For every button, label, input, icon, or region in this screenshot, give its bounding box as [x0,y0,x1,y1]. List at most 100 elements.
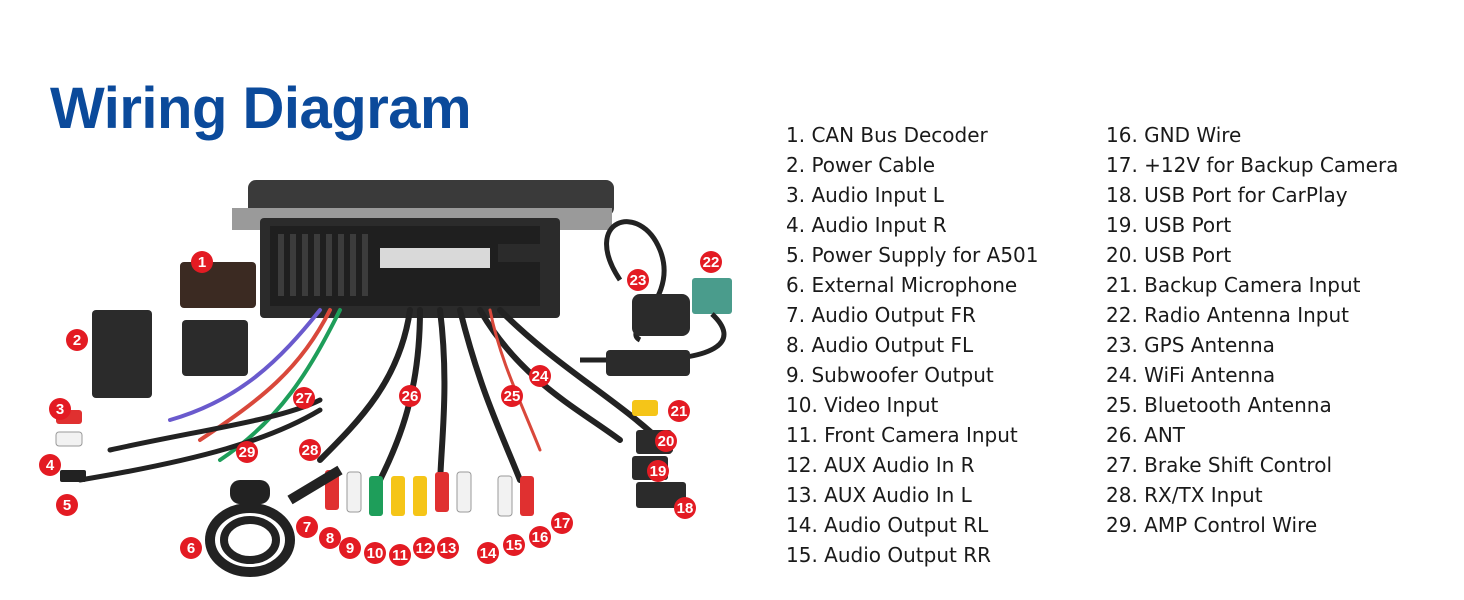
legend-item: 13. AUX Audio In L [786,483,972,507]
legend-item: 20. USB Port [1106,243,1232,267]
callout-21: 21 [668,400,690,422]
legend-item: 16. GND Wire [1106,123,1242,147]
svg-text:5: 5 [63,497,71,514]
svg-text:20: 20 [658,433,675,450]
callout-22: 22 [700,251,722,273]
legend-item: 4. Audio Input R [786,213,947,237]
callout-25: 25 [501,385,523,407]
callout-24: 24 [529,365,551,387]
svg-text:22: 22 [703,254,720,271]
legend-item: 28. RX/TX Input [1106,483,1263,507]
legend-item: 23. GPS Antenna [1106,333,1275,357]
legend-column-right: 16. GND Wire 17. +12V for Backup Camera … [1106,120,1398,540]
legend-item: 22. Radio Antenna Input [1106,303,1349,327]
svg-text:17: 17 [554,515,571,532]
legend-item: 12. AUX Audio In R [786,453,975,477]
gps-antenna [632,294,690,336]
usb-port-carplay [636,482,686,508]
callout-14: 14 [477,542,499,564]
legend-item: 27. Brake Shift Control [1106,453,1333,477]
callout-2: 2 [66,329,88,351]
legend-item: 5. Power Supply for A501 [786,243,1039,267]
callout-28: 28 [299,439,321,461]
callout-20: 20 [655,430,677,452]
harness-connector [182,320,248,376]
callout-29: 29 [236,441,258,463]
callout-4: 4 [39,454,61,476]
legend-item: 9. Subwoofer Output [786,363,994,387]
svg-text:2: 2 [73,332,81,349]
legend-item: 14. Audio Output RL [786,513,989,537]
callout-16: 16 [529,526,551,548]
legend-item: 8. Audio Output FL [786,333,974,357]
svg-text:7: 7 [303,519,311,536]
svg-text:3: 3 [56,401,64,418]
svg-text:18: 18 [677,500,694,517]
svg-text:19: 19 [650,463,667,480]
svg-text:8: 8 [326,530,334,547]
svg-text:13: 13 [440,540,457,557]
legend-item: 29. AMP Control Wire [1106,513,1318,537]
svg-text:26: 26 [402,388,419,405]
legend-item: 11. Front Camera Input [786,423,1018,447]
legend-item: 25. Bluetooth Antenna [1106,393,1332,417]
legend-item: 19. USB Port [1106,213,1232,237]
svg-text:27: 27 [296,390,313,407]
legend-item: 26. ANT [1106,423,1186,447]
wiring-harness-illustration: 1 2 3 4 5 6 7 8 9 10 11 12 13 14 15 16 1… [39,180,732,577]
callout-3: 3 [49,398,71,420]
legend-item: 15. Audio Output RR [786,543,991,567]
legend-item: 21. Backup Camera Input [1106,273,1361,297]
legend-item: 3. Audio Input L [786,183,944,207]
svg-text:6: 6 [187,540,195,557]
callout-23: 23 [627,269,649,291]
callout-18: 18 [674,497,696,519]
legend-item: 10. Video Input [786,393,939,417]
svg-text:10: 10 [367,545,384,562]
svg-text:21: 21 [671,403,688,420]
wire-bundle [77,307,673,493]
callout-26: 26 [399,385,421,407]
svg-text:29: 29 [239,444,256,461]
svg-text:15: 15 [506,537,523,554]
legend-item: 18. USB Port for CarPlay [1106,183,1348,207]
page-title: Wiring Diagram [50,76,472,141]
svg-text:12: 12 [416,540,433,557]
svg-text:9: 9 [346,540,354,557]
microphone [205,465,343,577]
svg-text:24: 24 [532,368,549,385]
callout-17: 17 [551,512,573,534]
svg-text:14: 14 [480,545,497,562]
callout-6: 6 [180,537,202,559]
svg-text:25: 25 [504,388,521,405]
callout-13: 13 [437,537,459,559]
callout-11: 11 [389,544,411,566]
svg-text:4: 4 [46,457,55,474]
can-bus-decoder [180,262,256,308]
svg-text:28: 28 [302,442,319,459]
callout-1: 1 [191,251,213,273]
callout-10: 10 [364,542,386,564]
svg-text:11: 11 [392,547,408,564]
legend-item: 17. +12V for Backup Camera [1106,153,1399,177]
callout-27: 27 [293,387,315,409]
legend-item: 2. Power Cable [786,153,936,177]
legend-item: 1. CAN Bus Decoder [786,123,988,147]
legend-item: 7. Audio Output FR [786,303,976,327]
svg-text:1: 1 [198,254,206,271]
legend-column-left: 1. CAN Bus Decoder 2. Power Cable 3. Aud… [786,120,1039,570]
callout-5: 5 [56,494,78,516]
head-unit [232,180,614,318]
svg-text:23: 23 [630,272,647,289]
callout-12: 12 [413,537,435,559]
callout-7: 7 [296,516,318,538]
legend-item: 6. External Microphone [786,273,1018,297]
rca-plugs [55,400,658,517]
callout-8: 8 [319,527,341,549]
callout-9: 9 [339,537,361,559]
legend-item: 24. WiFi Antenna [1106,363,1276,387]
wifi-antenna-module [606,350,690,376]
svg-text:16: 16 [532,529,549,546]
power-cable-connector [92,310,152,398]
callout-15: 15 [503,534,525,556]
